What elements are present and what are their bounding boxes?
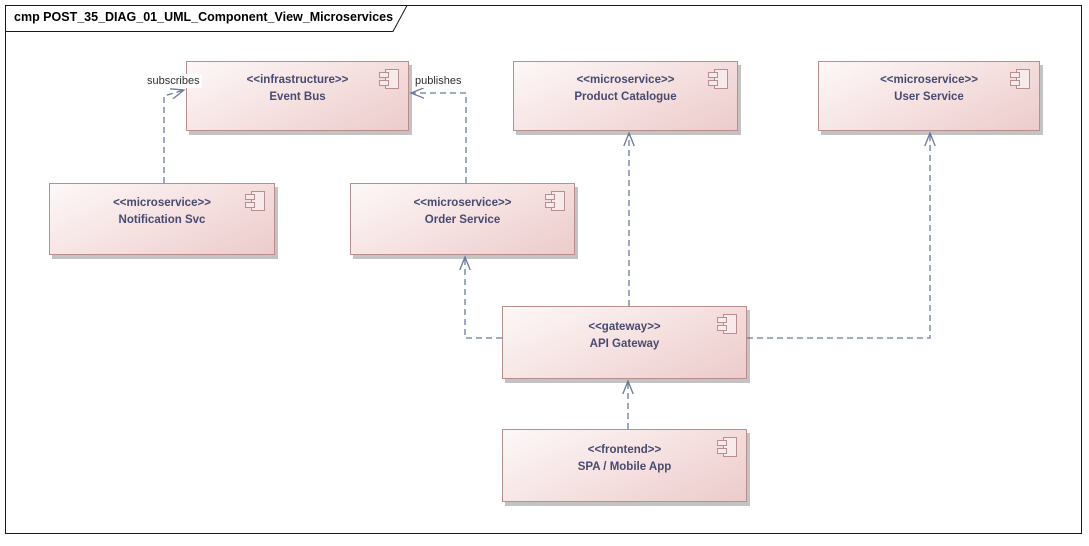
diagram-frame-title: cmp POST_35_DIAG_01_UML_Component_View_M… — [14, 10, 394, 24]
component-stereotype: <<infrastructure>> — [246, 74, 349, 86]
edge-label-notification-subscribes-eventbus: subscribes — [145, 74, 202, 88]
uml-component-icon — [545, 191, 565, 211]
component-name: Product Catalogue — [574, 91, 677, 103]
uml-component-icon — [708, 69, 728, 89]
component-order-service[interactable]: <<microservice>> Order Service — [350, 183, 575, 255]
component-notification-svc[interactable]: <<microservice>> Notification Svc — [49, 183, 275, 255]
component-stereotype: <<microservice>> — [576, 74, 675, 86]
component-api-gateway[interactable]: <<gateway>> API Gateway — [502, 306, 747, 379]
component-name: Event Bus — [269, 91, 326, 103]
component-event-bus[interactable]: <<infrastructure>> Event Bus — [186, 61, 409, 131]
component-product-catalogue[interactable]: <<microservice>> Product Catalogue — [513, 61, 738, 131]
component-stereotype: <<gateway>> — [588, 320, 661, 333]
uml-component-icon — [717, 437, 737, 457]
component-user-service[interactable]: <<microservice>> User Service — [818, 61, 1040, 131]
uml-component-icon — [717, 314, 737, 334]
component-name: SPA / Mobile App — [577, 460, 672, 473]
component-stereotype: <<microservice>> — [880, 74, 978, 86]
uml-component-icon — [379, 69, 399, 89]
component-stereotype: <<frontend>> — [587, 443, 662, 456]
component-stereotype: <<microservice>> — [113, 197, 211, 209]
component-name: User Service — [894, 91, 964, 103]
component-name: Order Service — [424, 214, 501, 226]
uml-component-icon — [245, 191, 265, 211]
component-stereotype: <<microservice>> — [413, 197, 512, 209]
edge-label-order-publishes-eventbus: publishes — [413, 74, 464, 88]
uml-component-icon — [1010, 69, 1030, 89]
component-spa-mobile-app[interactable]: <<frontend>> SPA / Mobile App — [502, 429, 747, 502]
component-name: API Gateway — [589, 337, 660, 350]
component-name: Notification Svc — [118, 214, 206, 226]
